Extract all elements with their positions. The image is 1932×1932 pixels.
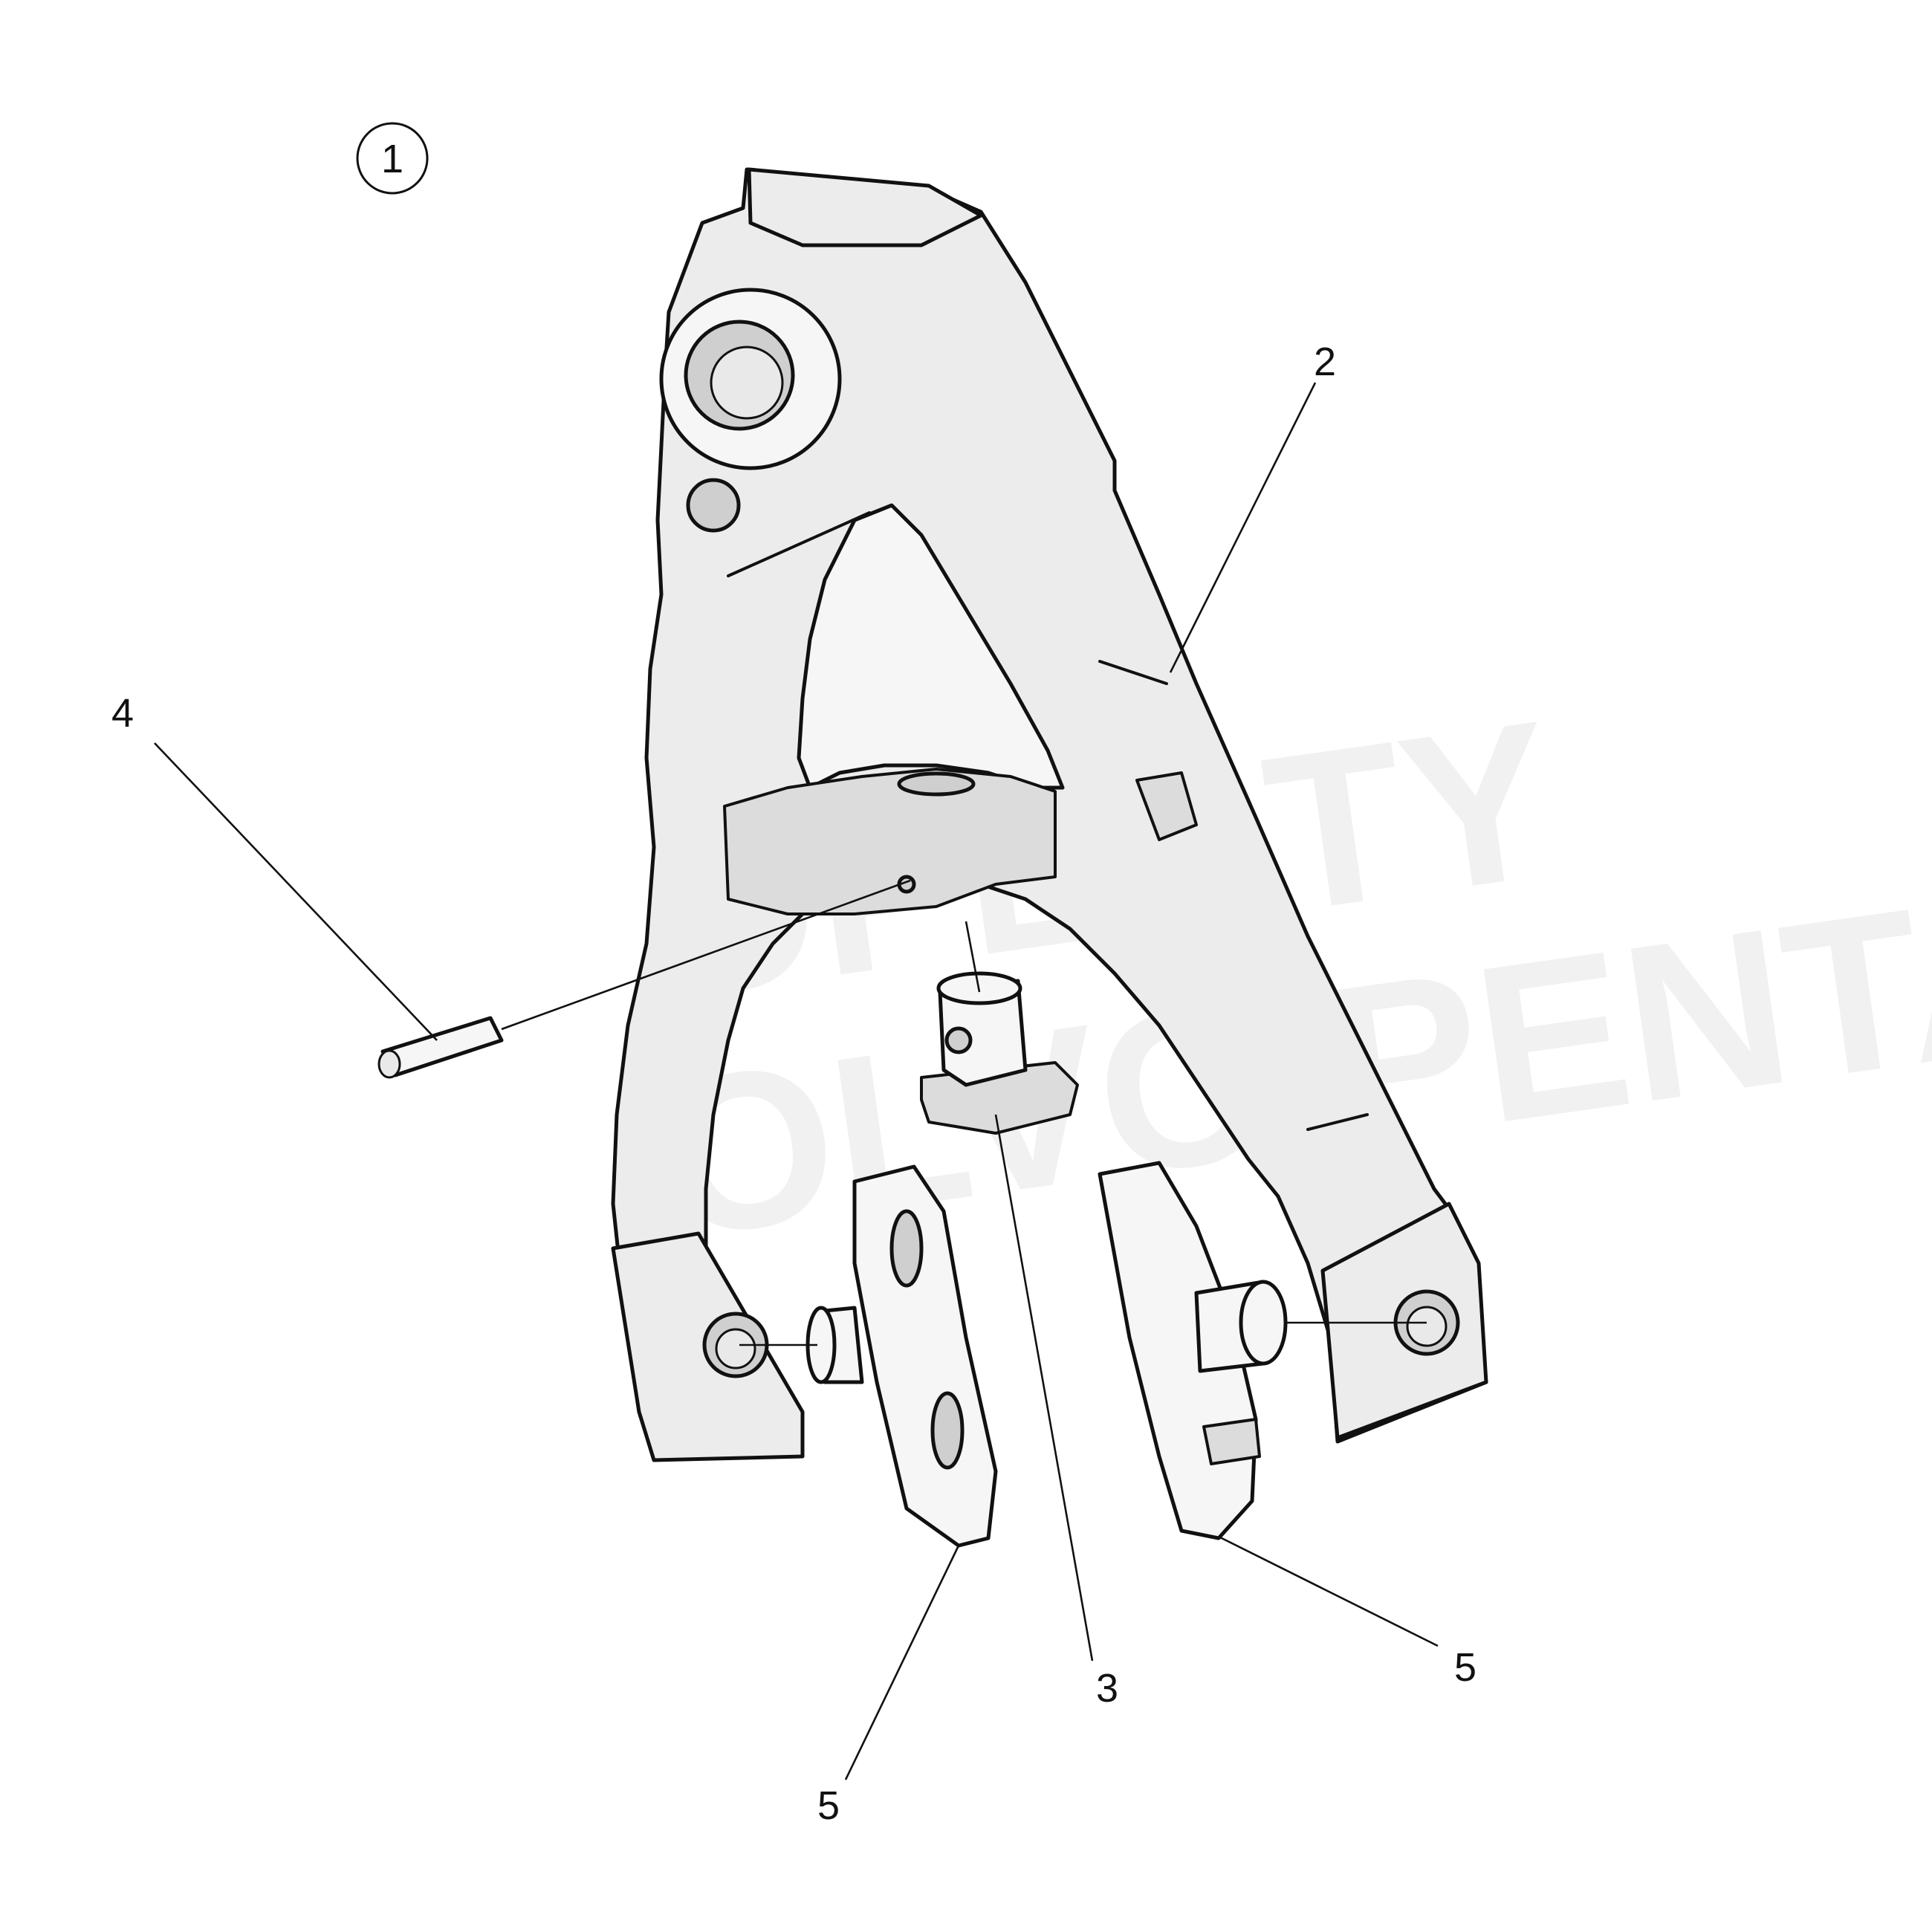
callout-label-5-right: 5 <box>1454 1645 1476 1690</box>
shoe-right-pin-end-icon <box>1239 1280 1288 1366</box>
roll-pin-part <box>377 1016 504 1079</box>
callout-4: 4 <box>111 691 438 1041</box>
side-hole-icon <box>686 478 741 533</box>
slider-block-hole-icon <box>944 1026 973 1054</box>
callout-label-2: 2 <box>1314 340 1336 384</box>
pivot-bore-inner-icon <box>710 346 784 420</box>
shoe-left-slot-2-icon <box>930 1391 965 1470</box>
right-arm-hole-inner-icon <box>1406 1306 1448 1347</box>
slider-block-part <box>920 971 1079 1135</box>
callout-2: 2 <box>1169 340 1336 673</box>
fork-top-lug <box>747 167 983 247</box>
callout-label-5-left: 5 <box>817 1783 840 1828</box>
assembly-number: 1 <box>381 137 403 181</box>
shoe-left-part <box>805 1164 998 1548</box>
callout-label-3: 3 <box>1096 1666 1118 1711</box>
assembly-number-badge: 1 <box>356 122 429 195</box>
callout-5-right: 5 <box>1218 1535 1476 1690</box>
fork-window <box>797 503 1065 790</box>
roll-pin-end-icon <box>377 1049 401 1079</box>
detent-notch-icon <box>1135 771 1198 841</box>
callout-5-left: 5 <box>817 1545 960 1828</box>
shift-fork-part <box>611 167 1488 1462</box>
left-arm-hole-inner-icon <box>715 1328 756 1369</box>
fork-crossbar <box>723 768 1057 915</box>
shoe-right-tab <box>1202 1418 1261 1465</box>
callout-label-4: 4 <box>111 691 134 736</box>
crossbar-top-hole-icon <box>897 771 976 797</box>
callout-3: 3 <box>994 1114 1118 1711</box>
shoe-left-slot-1-icon <box>889 1209 924 1288</box>
shoe-right-part <box>1098 1161 1288 1540</box>
alignment-lines <box>501 879 1427 1346</box>
